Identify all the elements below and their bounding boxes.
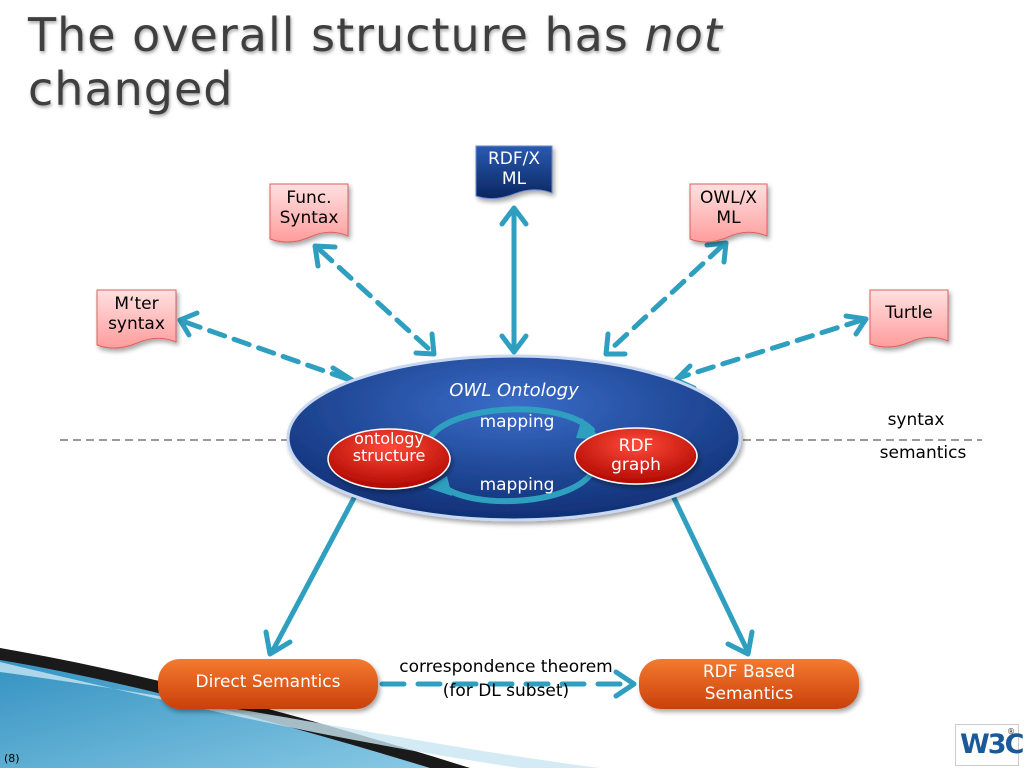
arrow-to-direct-semantics: [263, 495, 357, 657]
rdf-based-semantics-label: RDF Based Semantics: [702, 662, 796, 704]
arrow-owlxml: [603, 240, 729, 357]
ontology-structure-node: [327, 428, 451, 490]
direct-semantics-box: [158, 659, 378, 709]
correspondence-theorem-label: correspondence theorem: [399, 657, 613, 677]
w3c-logo-text: W3C: [960, 729, 1024, 760]
rdf-graph-label: RDF graph: [611, 436, 661, 475]
syntax-level-label: syntax: [887, 410, 945, 430]
doc-shape-turtle: [869, 289, 949, 348]
rdf-based-semantics-box: [639, 659, 859, 709]
direct-semantics-label: Direct Semantics: [195, 672, 341, 692]
w3c-registered-mark: ®: [1007, 727, 1015, 736]
doc-turtle: Turtle: [885, 303, 933, 323]
title-main: The overall structure has: [28, 8, 645, 62]
arrow-manchester: [177, 310, 355, 394]
dl-subset-label: (for DL subset): [442, 681, 570, 701]
arrow-turtle: [673, 313, 869, 391]
arrow-correspondence: [379, 669, 637, 699]
doc-shape-rdfxml: [475, 145, 553, 200]
doc-functional-syntax: Func. Syntax: [279, 188, 339, 228]
semantics-level-label: semantics: [879, 443, 967, 463]
title-emphasis: not: [644, 8, 723, 62]
doc-rdfxml: RDF/X ML: [487, 149, 541, 189]
mapping-label-bottom: mapping: [479, 475, 555, 495]
mapping-label-top: mapping: [479, 412, 555, 432]
ontology-structure-label: ontology structure: [352, 429, 426, 465]
page-number: (8): [4, 752, 20, 765]
mapping-arrow-bottom: [428, 465, 597, 505]
w3c-logo: W3C ®: [955, 724, 1024, 766]
doc-manchester-syntax: M‘ter syntax: [108, 294, 165, 334]
title-end: changed: [28, 62, 234, 116]
slide-title: The overall structure has not changed: [28, 8, 928, 116]
arrow-functional: [312, 243, 437, 357]
rdf-graph-node: [574, 427, 698, 485]
owl-ontology-label: OWL Ontology: [449, 380, 579, 401]
arrow-rdfxml: [499, 205, 529, 355]
arrow-to-rdf-semantics: [671, 495, 755, 657]
doc-shape-functional: [269, 183, 349, 243]
doc-shape-manchester: [96, 289, 177, 349]
doc-owlxml: OWL/X ML: [699, 188, 758, 228]
doc-shape-owlxml: [689, 183, 768, 243]
